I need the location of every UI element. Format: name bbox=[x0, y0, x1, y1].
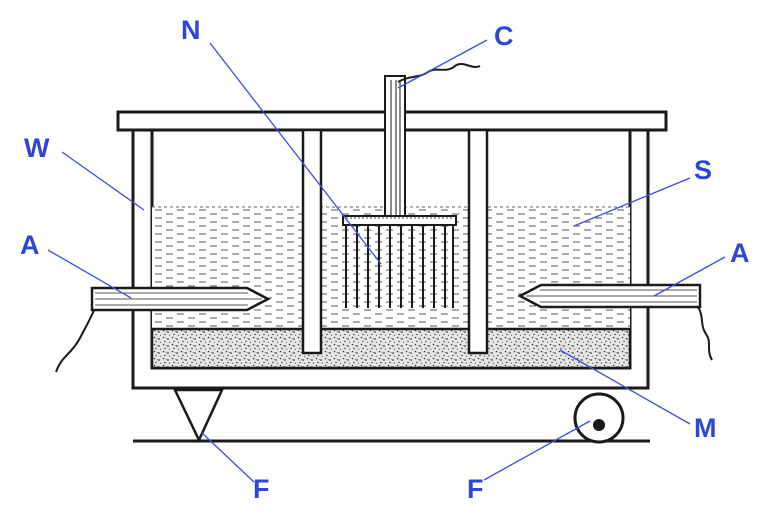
wire-right bbox=[697, 306, 713, 361]
comb-electrode bbox=[342, 63, 481, 308]
inner-partition-right bbox=[467, 128, 489, 355]
leader-A-right bbox=[653, 256, 726, 297]
label-A-right: A bbox=[730, 238, 750, 268]
sediment-layer bbox=[150, 327, 632, 370]
label-W: W bbox=[24, 133, 50, 163]
wire-top bbox=[397, 63, 481, 83]
leader-S bbox=[573, 177, 691, 227]
foot-cone bbox=[173, 388, 224, 443]
electrode-right bbox=[517, 283, 713, 361]
label-N: N bbox=[181, 15, 201, 45]
wire-left bbox=[55, 309, 95, 373]
label-C: C bbox=[494, 21, 514, 51]
leader-F-right bbox=[483, 420, 591, 481]
leader-A-left bbox=[47, 249, 132, 299]
foot-wheel bbox=[573, 392, 625, 444]
inner-partition-left bbox=[301, 128, 323, 355]
leader-N bbox=[209, 42, 382, 265]
electrode-left bbox=[55, 286, 271, 373]
label-M: M bbox=[694, 413, 717, 443]
leader-C bbox=[397, 39, 488, 89]
label-F-right: F bbox=[467, 474, 484, 504]
label-F-left: F bbox=[253, 474, 270, 504]
leader-F-left bbox=[201, 432, 255, 483]
leader-W bbox=[61, 151, 145, 211]
label-A-left: A bbox=[20, 230, 40, 260]
leader-M bbox=[559, 349, 691, 425]
label-S: S bbox=[694, 155, 712, 185]
